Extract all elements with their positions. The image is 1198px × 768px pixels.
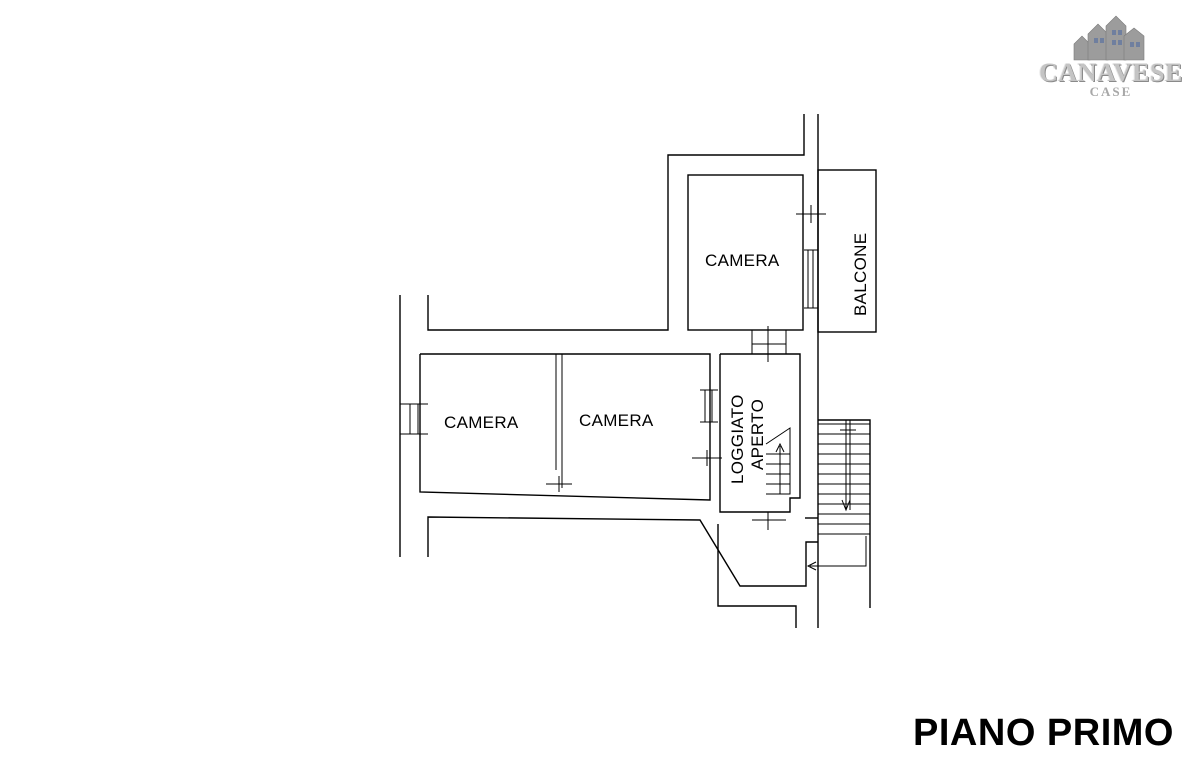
external-stair xyxy=(818,423,870,535)
logo-sub-text: CASE xyxy=(1089,84,1133,99)
canavese-case-logo: CANAVESE CASE xyxy=(1036,14,1186,100)
internal-stair xyxy=(765,427,791,495)
houses-logo-icon xyxy=(1073,15,1145,61)
room-label-camera-middle: CAMERA xyxy=(579,411,654,430)
room-label-loggiato: LOGGIATO xyxy=(728,394,747,484)
logo-brand-text: CANAVESE xyxy=(1039,58,1183,87)
window-openings xyxy=(400,205,826,530)
floor-title: PIANO PRIMO xyxy=(913,712,1174,754)
external-stair-arrows xyxy=(806,420,867,571)
room-label-camera-left: CAMERA xyxy=(444,413,519,432)
room-label-balcone: BALCONE xyxy=(851,233,870,316)
room-label-aperto: APERTO xyxy=(748,399,767,470)
room-label-camera-upper: CAMERA xyxy=(705,251,780,270)
wall-outlines xyxy=(399,114,877,628)
room-labels: CAMERA CAMERA CAMERA BALCONE LOGGIATO AP… xyxy=(444,233,870,484)
